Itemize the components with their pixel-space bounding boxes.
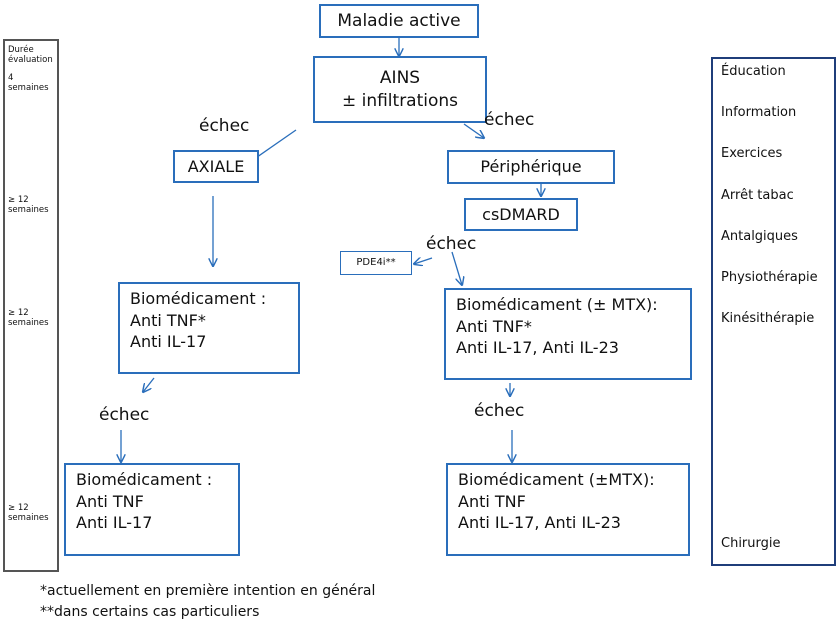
bio-periph-1-line-3: Anti IL-17, Anti IL-23 [456,338,619,358]
measure-antalgiques: Antalgiques [721,229,798,244]
measure-education: Éducation [721,64,786,79]
bio-axial-2-line-2: Anti TNF [76,491,144,511]
bio-periph-2-line-2: Anti TNF [458,491,526,511]
node-biomedicament-axial-2: Biomédicament : Anti TNF Anti IL-17 [64,463,240,556]
node-ains: AINS ± infiltrations [313,56,487,123]
footnote-2: **dans certains cas particuliers [40,604,260,620]
arrow-csdmard-bio1 [451,251,462,285]
bio-axial-2-line-3: Anti IL-17 [76,513,153,533]
duration-panel [3,39,59,572]
arrow-ains-peripherique [463,123,484,138]
node-csdmard: csDMARD [464,198,578,231]
bio-periph-2-title: Biomédicament (±MTX): [458,470,655,489]
bio-periph-2-line-3: Anti IL-17, Anti IL-23 [458,513,621,533]
arrow-bio1-echec-axial [143,377,155,392]
duration-header: Durée évaluation [8,45,53,66]
measure-exercices: Exercices [721,146,783,161]
duration-12-weeks-1: ≥ 12 semaines [8,195,49,216]
node-axiale: AXIALE [173,150,259,183]
bio-axial-1-line-3: Anti IL-17 [130,332,207,352]
supportive-measures-panel [711,57,836,566]
measure-arret-tabac: Arrêt tabac [721,188,794,203]
bio-axial-1-title: Biomédicament : [130,289,267,308]
node-maladie-active: Maladie active [319,4,479,38]
bio-periph-1-title: Biomédicament (± MTX): [456,295,658,314]
node-biomedicament-axial-1: Biomédicament : Anti TNF* Anti IL-17 [118,282,300,374]
label-echec-periph-bio: échec [474,401,525,421]
node-peripherique: Périphérique [447,150,615,184]
arrow-csdmard-pde4i [414,258,433,264]
measure-chirurgie: Chirurgie [721,536,781,551]
duration-4-weeks: 4 semaines [8,73,49,94]
bio-axial-2-title: Biomédicament : [76,470,213,489]
footnote-1: *actuellement en première intention en g… [40,583,376,599]
label-echec-csdmard: échec [426,234,477,254]
ains-line-1: AINS [379,67,421,88]
node-pde4i: PDE4i** [340,251,412,275]
node-biomedicament-periph-1: Biomédicament (± MTX): Anti TNF* Anti IL… [444,288,692,380]
measure-kinesitherapie: Kinésithérapie [721,311,815,326]
bio-axial-1-line-2: Anti TNF* [130,310,206,330]
ains-line-2: ± infiltrations [341,90,459,111]
label-echec-peripherique: échec [484,110,535,130]
label-echec-axiale: échec [199,116,250,136]
measure-information: Information [721,105,797,120]
node-biomedicament-periph-2: Biomédicament (±MTX): Anti TNF Anti IL-1… [446,463,690,556]
label-echec-axial-bio: échec [99,405,150,425]
duration-12-weeks-3: ≥ 12 semaines [8,503,49,524]
measure-physiotherapie: Physiothérapie [721,270,818,285]
duration-12-weeks-2: ≥ 12 semaines [8,308,49,329]
bio-periph-1-line-2: Anti TNF* [456,316,532,336]
